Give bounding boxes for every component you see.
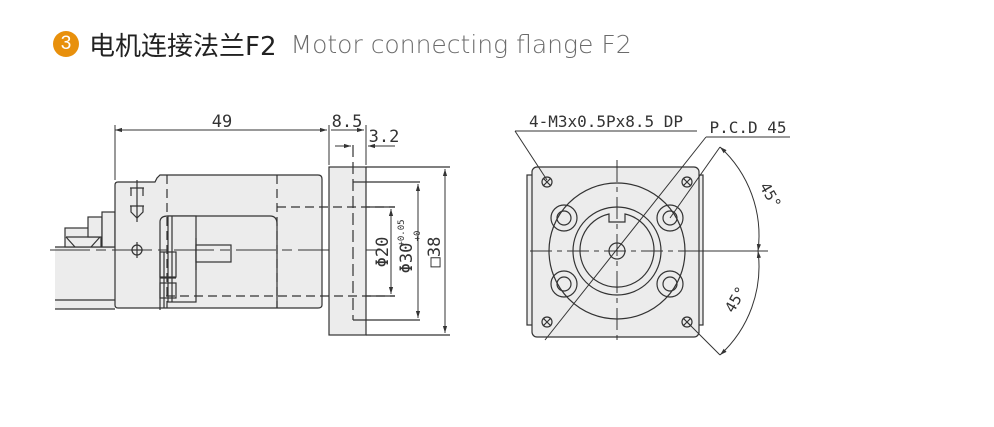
title-chinese: 电机连接法兰F2 bbox=[89, 31, 277, 62]
section-number-badge: 3 bbox=[53, 31, 79, 57]
side-view bbox=[50, 125, 450, 336]
dim-pilot-tol-upper: +0.05 bbox=[397, 219, 407, 246]
angle-upper-label: 45° bbox=[756, 179, 785, 211]
dim-pilot-tol-lower: +0 bbox=[413, 231, 423, 242]
tapped-holes bbox=[541, 176, 693, 328]
dim-step-label: 3.2 bbox=[369, 127, 400, 147]
front-view bbox=[514, 130, 790, 356]
dim-flange-label: 8.5 bbox=[332, 112, 363, 132]
dim-length-label: 49 bbox=[212, 112, 232, 132]
thread-callout-label: 4-M3x0.5Px8.5 DP bbox=[529, 112, 683, 131]
angle-lower-label: 45° bbox=[721, 283, 750, 315]
title-english: Motor connecting flange F2 bbox=[290, 29, 632, 59]
pcd-callout-label: P.C.D 45 bbox=[709, 118, 786, 137]
dim-inner-dia-label: Φ20 bbox=[373, 237, 393, 268]
pcd-holes bbox=[550, 204, 684, 298]
dim-pilot-dia-label: Φ30 bbox=[397, 243, 417, 274]
dim-square-label: □38 bbox=[425, 237, 445, 268]
section-title: 3 电机连接法兰F2 Motor connecting flange F2 bbox=[53, 26, 632, 62]
